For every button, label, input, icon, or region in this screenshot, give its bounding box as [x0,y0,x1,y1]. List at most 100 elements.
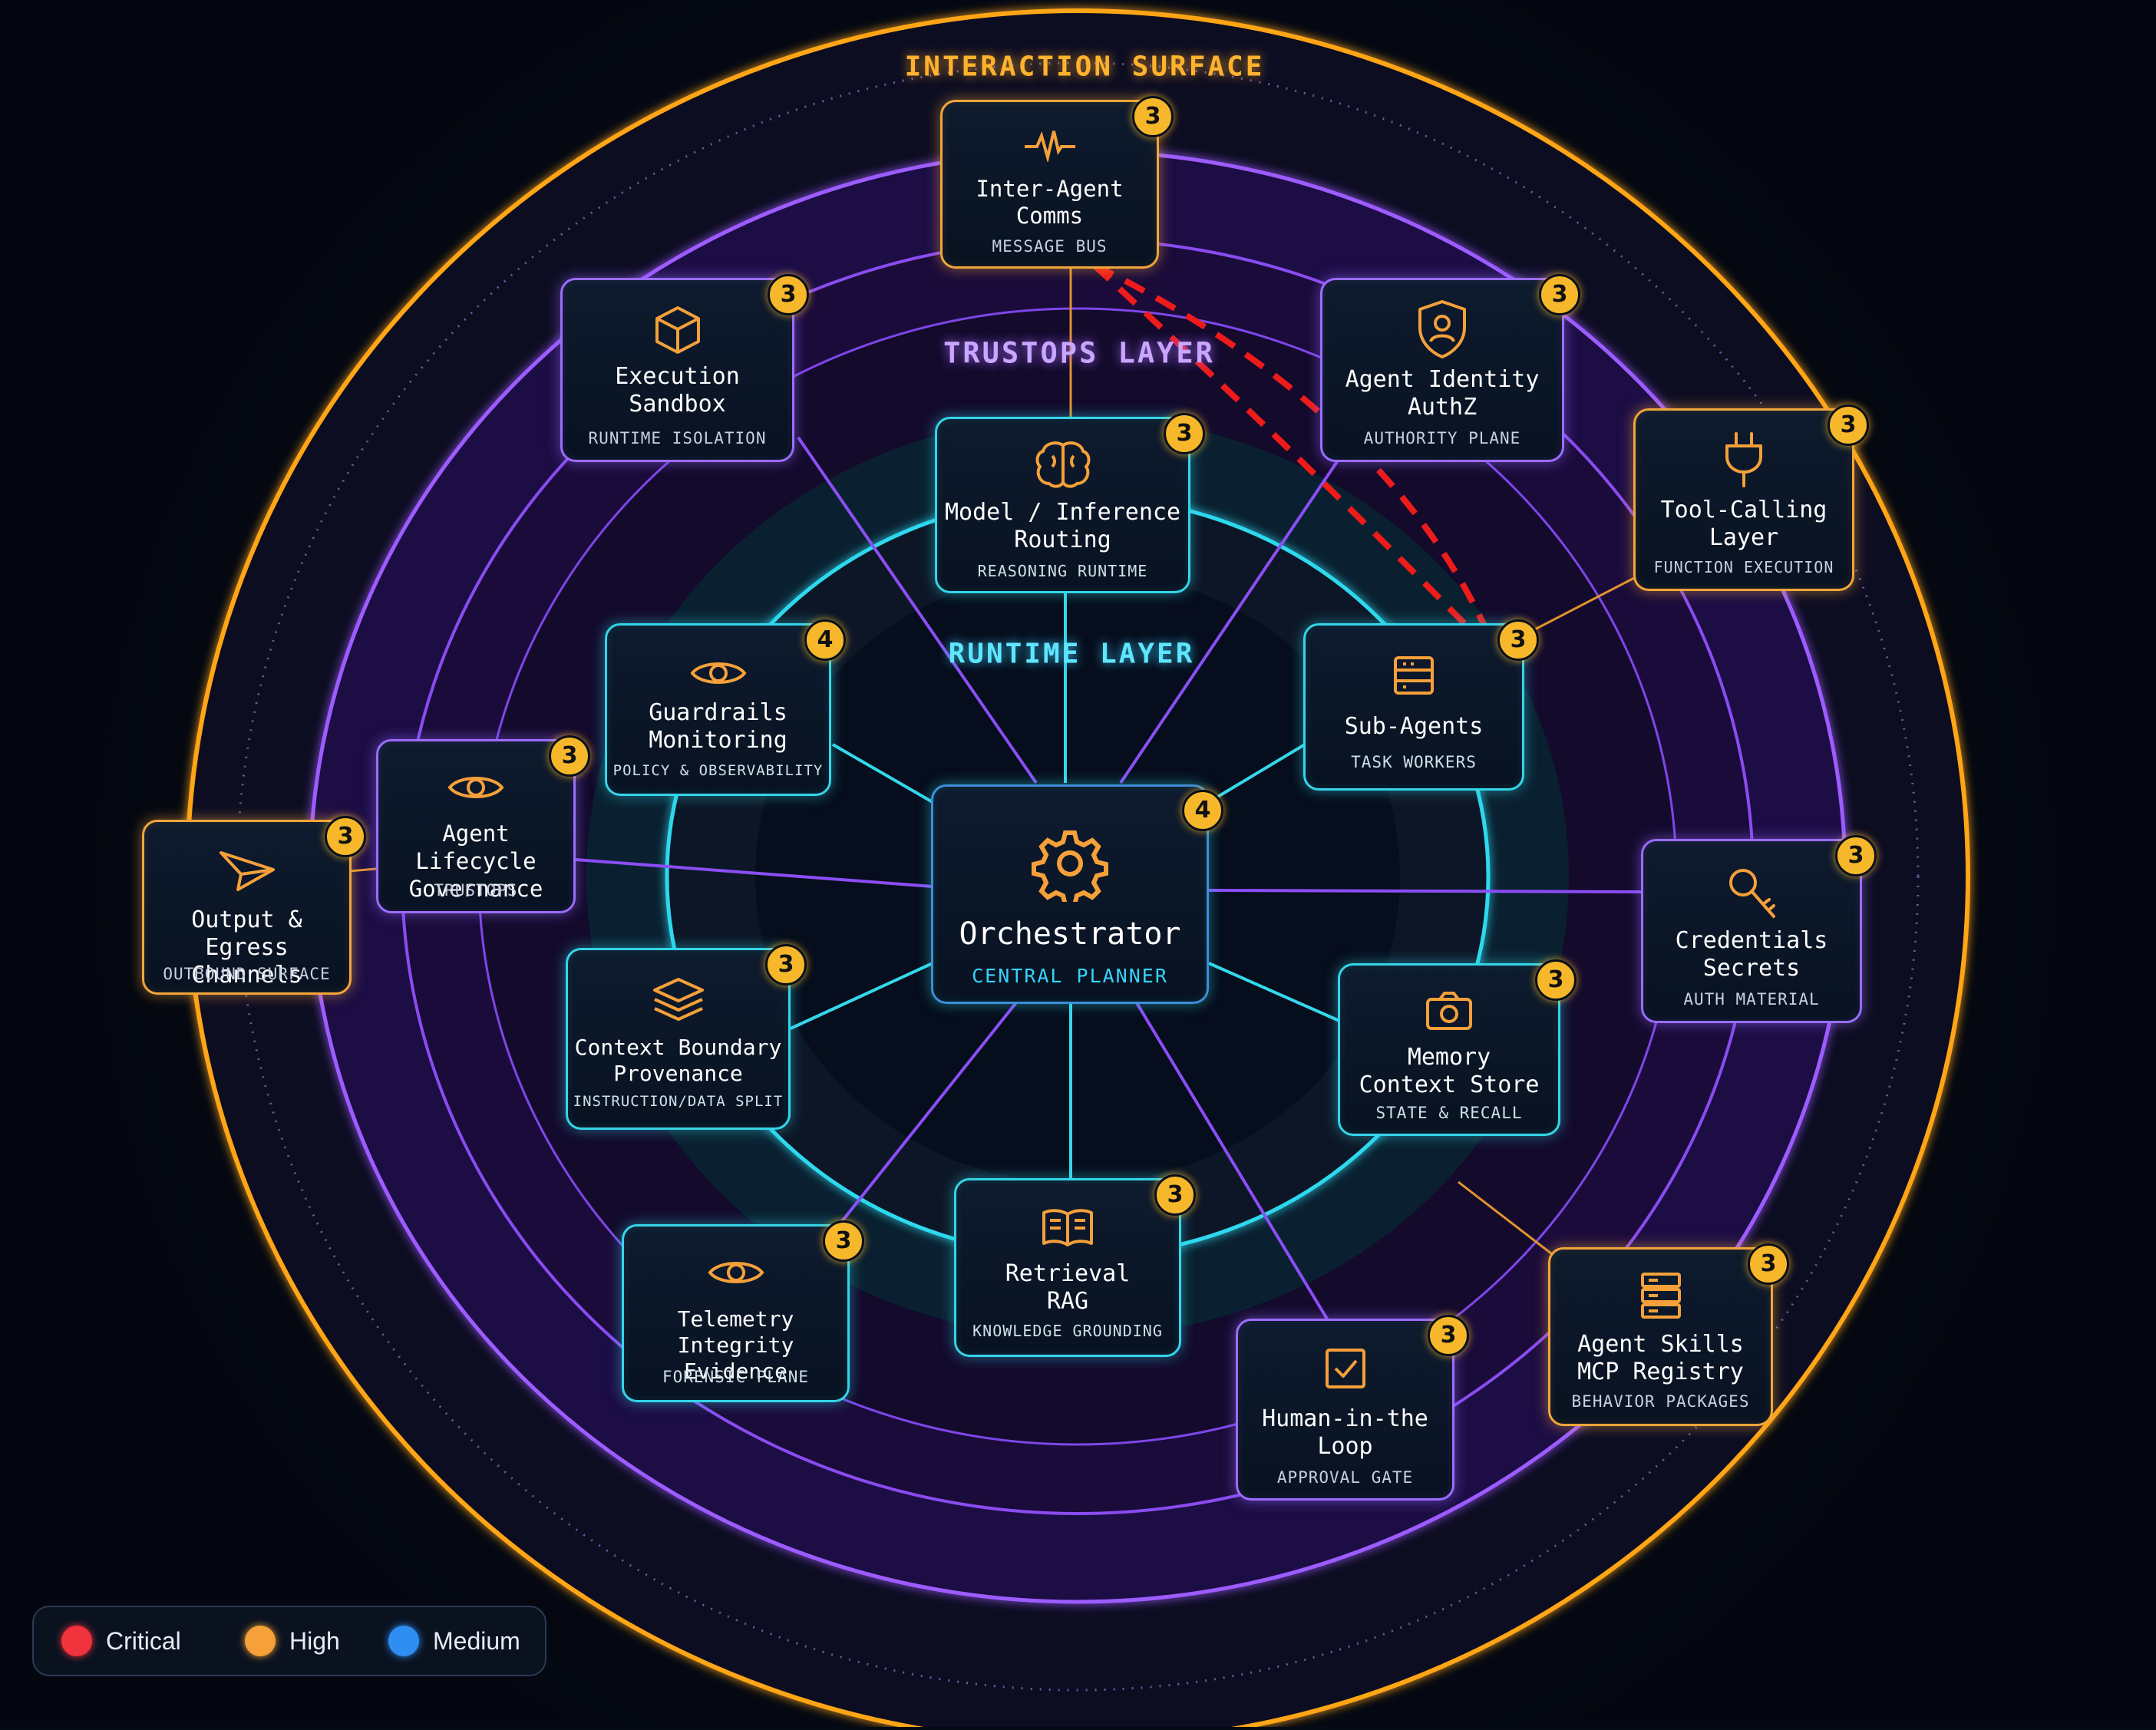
book-icon [1042,1209,1093,1246]
node-sub-agents[interactable]: Sub-Agents TASK WORKERS 3 [1303,619,1539,791]
interaction-surface-label: INTERACTION SURFACE [904,51,1265,83]
node-title: Telemetry Integrity Evidence [677,1306,794,1384]
node-title: Agent Lifecycle Governance [408,820,543,902]
risk-badge: 3 [1835,835,1877,877]
node-title: Output & Egress Channels [191,906,302,989]
node-subtitle: BEHAVIOR PACKAGES [1571,1392,1750,1411]
node-subtitle: POLICY & OBSERVABILITY [612,762,824,779]
risk-badge: 3 [1748,1243,1789,1285]
node-title: Credentials Secrets [1675,927,1828,982]
legend-item-critical: Critical [61,1607,181,1675]
node-title: Context Boundary Provenance [574,1035,782,1086]
node-agent-lifecycle[interactable]: Agent Lifecycle Governance TRUSTOPS 3 [376,735,590,913]
eye-icon [707,1262,764,1283]
node-subtitle: INSTRUCTION/DATA SPLIT [573,1093,784,1110]
trustops-layer-label: TRUSTOPS LAYER [943,336,1215,370]
brain-icon [1035,441,1090,488]
risk-badge: 3 [1827,404,1869,446]
runtime-layer-label: RUNTIME LAYER [948,638,1195,670]
node-subtitle: APPROVAL GATE [1276,1468,1414,1487]
node-subtitle: RUNTIME ISOLATION [588,429,767,447]
node-guardrails[interactable]: Guardrails Monitoring POLICY & OBSERVABI… [605,619,846,796]
risk-badge: 3 [768,274,809,315]
risk-badge: 3 [549,735,590,777]
camera-icon [1426,992,1472,1030]
node-subtitle: AUTH MATERIAL [1683,990,1820,1009]
node-credentials[interactable]: Credentials Secrets AUTH MATERIAL 3 [1641,835,1877,1023]
checkbox-icon [1325,1349,1365,1388]
worker-icon [1394,656,1434,695]
node-model-routing[interactable]: Model / Inference Routing REASONING RUNT… [935,413,1205,593]
eye-icon [689,662,747,684]
node-memory[interactable]: Memory Context Store STATE & RECALL 3 [1338,959,1577,1136]
node-orchestrator[interactable]: Orchestrator CENTRAL PLANNER 4 [931,784,1223,1004]
node-context-boundary[interactable]: Context Boundary Provenance INSTRUCTION/… [566,944,807,1130]
risk-badge: 3 [823,1220,864,1262]
node-inter-agent-comms[interactable]: Inter-Agent Comms MESSAGE BUS 3 [940,96,1174,269]
risk-badge: 3 [1535,959,1577,1001]
risk-badge: 3 [1428,1315,1469,1356]
cube-icon [655,306,700,354]
risk-badge: 4 [804,619,846,661]
layers-icon [652,978,704,1021]
node-agent-skills[interactable]: Agent Skills MCP Registry BEHAVIOR PACKA… [1548,1243,1789,1426]
risk-badge: 3 [1539,274,1580,315]
node-title: Retrieval RAG [1005,1260,1131,1315]
node-subtitle: FUNCTION EXECUTION [1653,558,1834,576]
send-icon [219,851,275,891]
node-subtitle: FORENSIC PLANE [662,1368,809,1386]
node-title: Inter-Agent Comms [976,176,1124,229]
node-title: Sub-Agents [1344,713,1484,740]
risk-badge: 3 [1154,1174,1196,1216]
risk-badge: 3 [1132,96,1174,137]
pulse-icon [1024,130,1075,162]
node-subtitle: REASONING RUNTIME [977,562,1148,580]
legend-item-high: High [245,1607,340,1675]
legend-dot [388,1626,419,1656]
node-tool-calling[interactable]: Tool-Calling Layer FUNCTION EXECUTION 3 [1633,404,1869,591]
legend-label: Critical [106,1626,181,1655]
risk-badge: 3 [1497,619,1539,661]
node-output-egress[interactable]: Output & Egress Channels OUTBOUND SURFAC… [142,816,366,995]
node-subtitle: AUTHORITY PLANE [1363,429,1521,447]
plug-icon [1725,432,1762,487]
server-icon [1640,1273,1681,1319]
node-subtitle: MESSAGE BUS [992,237,1108,256]
node-agent-identity[interactable]: Agent Identity AuthZ AUTHORITY PLANE 3 [1320,274,1580,462]
node-subtitle: TRUSTOPS [434,881,518,900]
severity-legend: Critical High Medium [32,1606,546,1676]
risk-badge: 3 [765,944,807,986]
node-retrieval[interactable]: Retrieval RAG KNOWLEDGE GROUNDING 3 [954,1174,1196,1357]
key-icon [1729,869,1775,918]
eye-icon [447,777,504,798]
node-title: Memory Context Store [1359,1044,1540,1098]
node-title: Agent Identity AuthZ [1345,366,1540,421]
node-title: Model / Inference Routing [944,499,1181,553]
node-subtitle: STATE & RECALL [1375,1104,1523,1122]
node-subtitle: OUTBOUND SURFACE [163,965,331,983]
legend-label: Medium [433,1626,520,1655]
node-title: Agent Skills MCP Registry [1577,1331,1744,1385]
node-subtitle: TASK WORKERS [1351,753,1477,771]
node-telemetry[interactable]: Telemetry Integrity Evidence FORENSIC PL… [622,1220,864,1402]
node-title: Human-in-the Loop [1262,1405,1428,1460]
legend-label: High [289,1626,340,1655]
legend-dot [245,1626,276,1656]
node-subtitle: CENTRAL PLANNER [972,965,1168,987]
node-title: Tool-Calling Layer [1660,497,1827,551]
gear-icon [1032,830,1108,902]
node-execution-sandbox[interactable]: Execution Sandbox RUNTIME ISOLATION 3 [560,274,809,462]
node-subtitle: KNOWLEDGE GROUNDING [972,1322,1163,1340]
node-title: Guardrails Monitoring [649,699,787,754]
spoke-lines [348,269,1643,1322]
risk-badge: 3 [1164,413,1205,454]
legend-dot [61,1626,92,1656]
node-title: Orchestrator [959,916,1181,952]
shield-user-icon [1418,300,1466,358]
node-title: Execution Sandbox [615,363,740,418]
risk-badge: 4 [1182,790,1223,831]
risk-badge: 3 [325,816,366,857]
legend-item-medium: Medium [388,1607,520,1675]
node-human-in-loop[interactable]: Human-in-the Loop APPROVAL GATE 3 [1236,1315,1469,1501]
